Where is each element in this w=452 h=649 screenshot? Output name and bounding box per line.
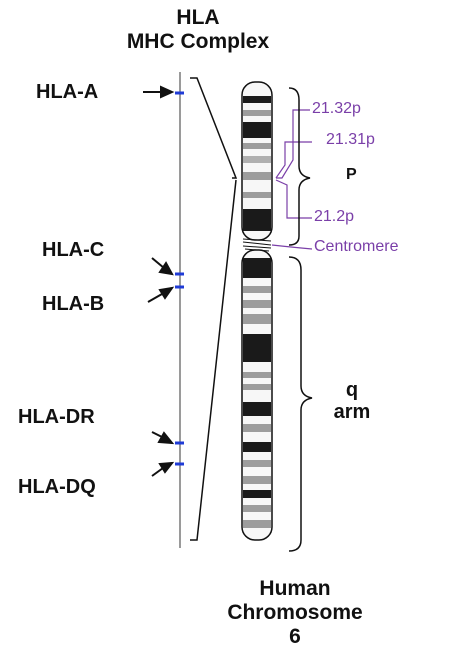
gene-label-hla-dq: HLA-DQ <box>18 476 96 499</box>
title-line-2: MHC Complex <box>118 30 278 54</box>
gene-label-hla-c: HLA-C <box>42 239 104 262</box>
band-label-21-32p: 21.32p <box>312 100 361 118</box>
caption-line-3: 6 <box>225 625 365 649</box>
gene-label-hla-b: HLA-B <box>42 293 104 316</box>
caption-line-2: Chromosome <box>225 601 365 625</box>
callout-21-2p <box>276 180 312 218</box>
callout-21-31p <box>276 142 312 178</box>
band-label-21-2p: 21.2p <box>314 208 354 226</box>
band-label-21-31p: 21.31p <box>326 131 375 149</box>
caption-line-1: Human <box>225 577 365 601</box>
q-arm-label-line-1: q <box>330 379 374 401</box>
centromere-label: Centromere <box>314 238 398 256</box>
gene-arrows <box>143 87 172 476</box>
diagram-title: HLA MHC Complex <box>118 6 278 54</box>
p-arm-brace <box>289 88 310 245</box>
gene-label-hla-a: HLA-A <box>36 81 98 104</box>
gene-label-hla-dr: HLA-DR <box>18 406 95 429</box>
mhc-bracket <box>190 78 236 540</box>
arrow-hla-b <box>148 294 162 302</box>
callout-21-32p <box>276 110 310 178</box>
q-arm-brace <box>289 257 312 551</box>
chromosome-6 <box>242 82 272 540</box>
callout-centromere <box>272 245 312 249</box>
title-line-1: HLA <box>118 6 278 30</box>
q-arm-label: q arm <box>330 379 374 423</box>
centromere <box>243 239 271 251</box>
arrow-hla-c <box>152 258 164 268</box>
chromosome-caption: Human Chromosome 6 <box>225 577 365 649</box>
q-arm-label-line-2: arm <box>330 401 374 423</box>
p-arm-label: P <box>346 166 357 184</box>
arrow-hla-dq <box>152 468 163 476</box>
